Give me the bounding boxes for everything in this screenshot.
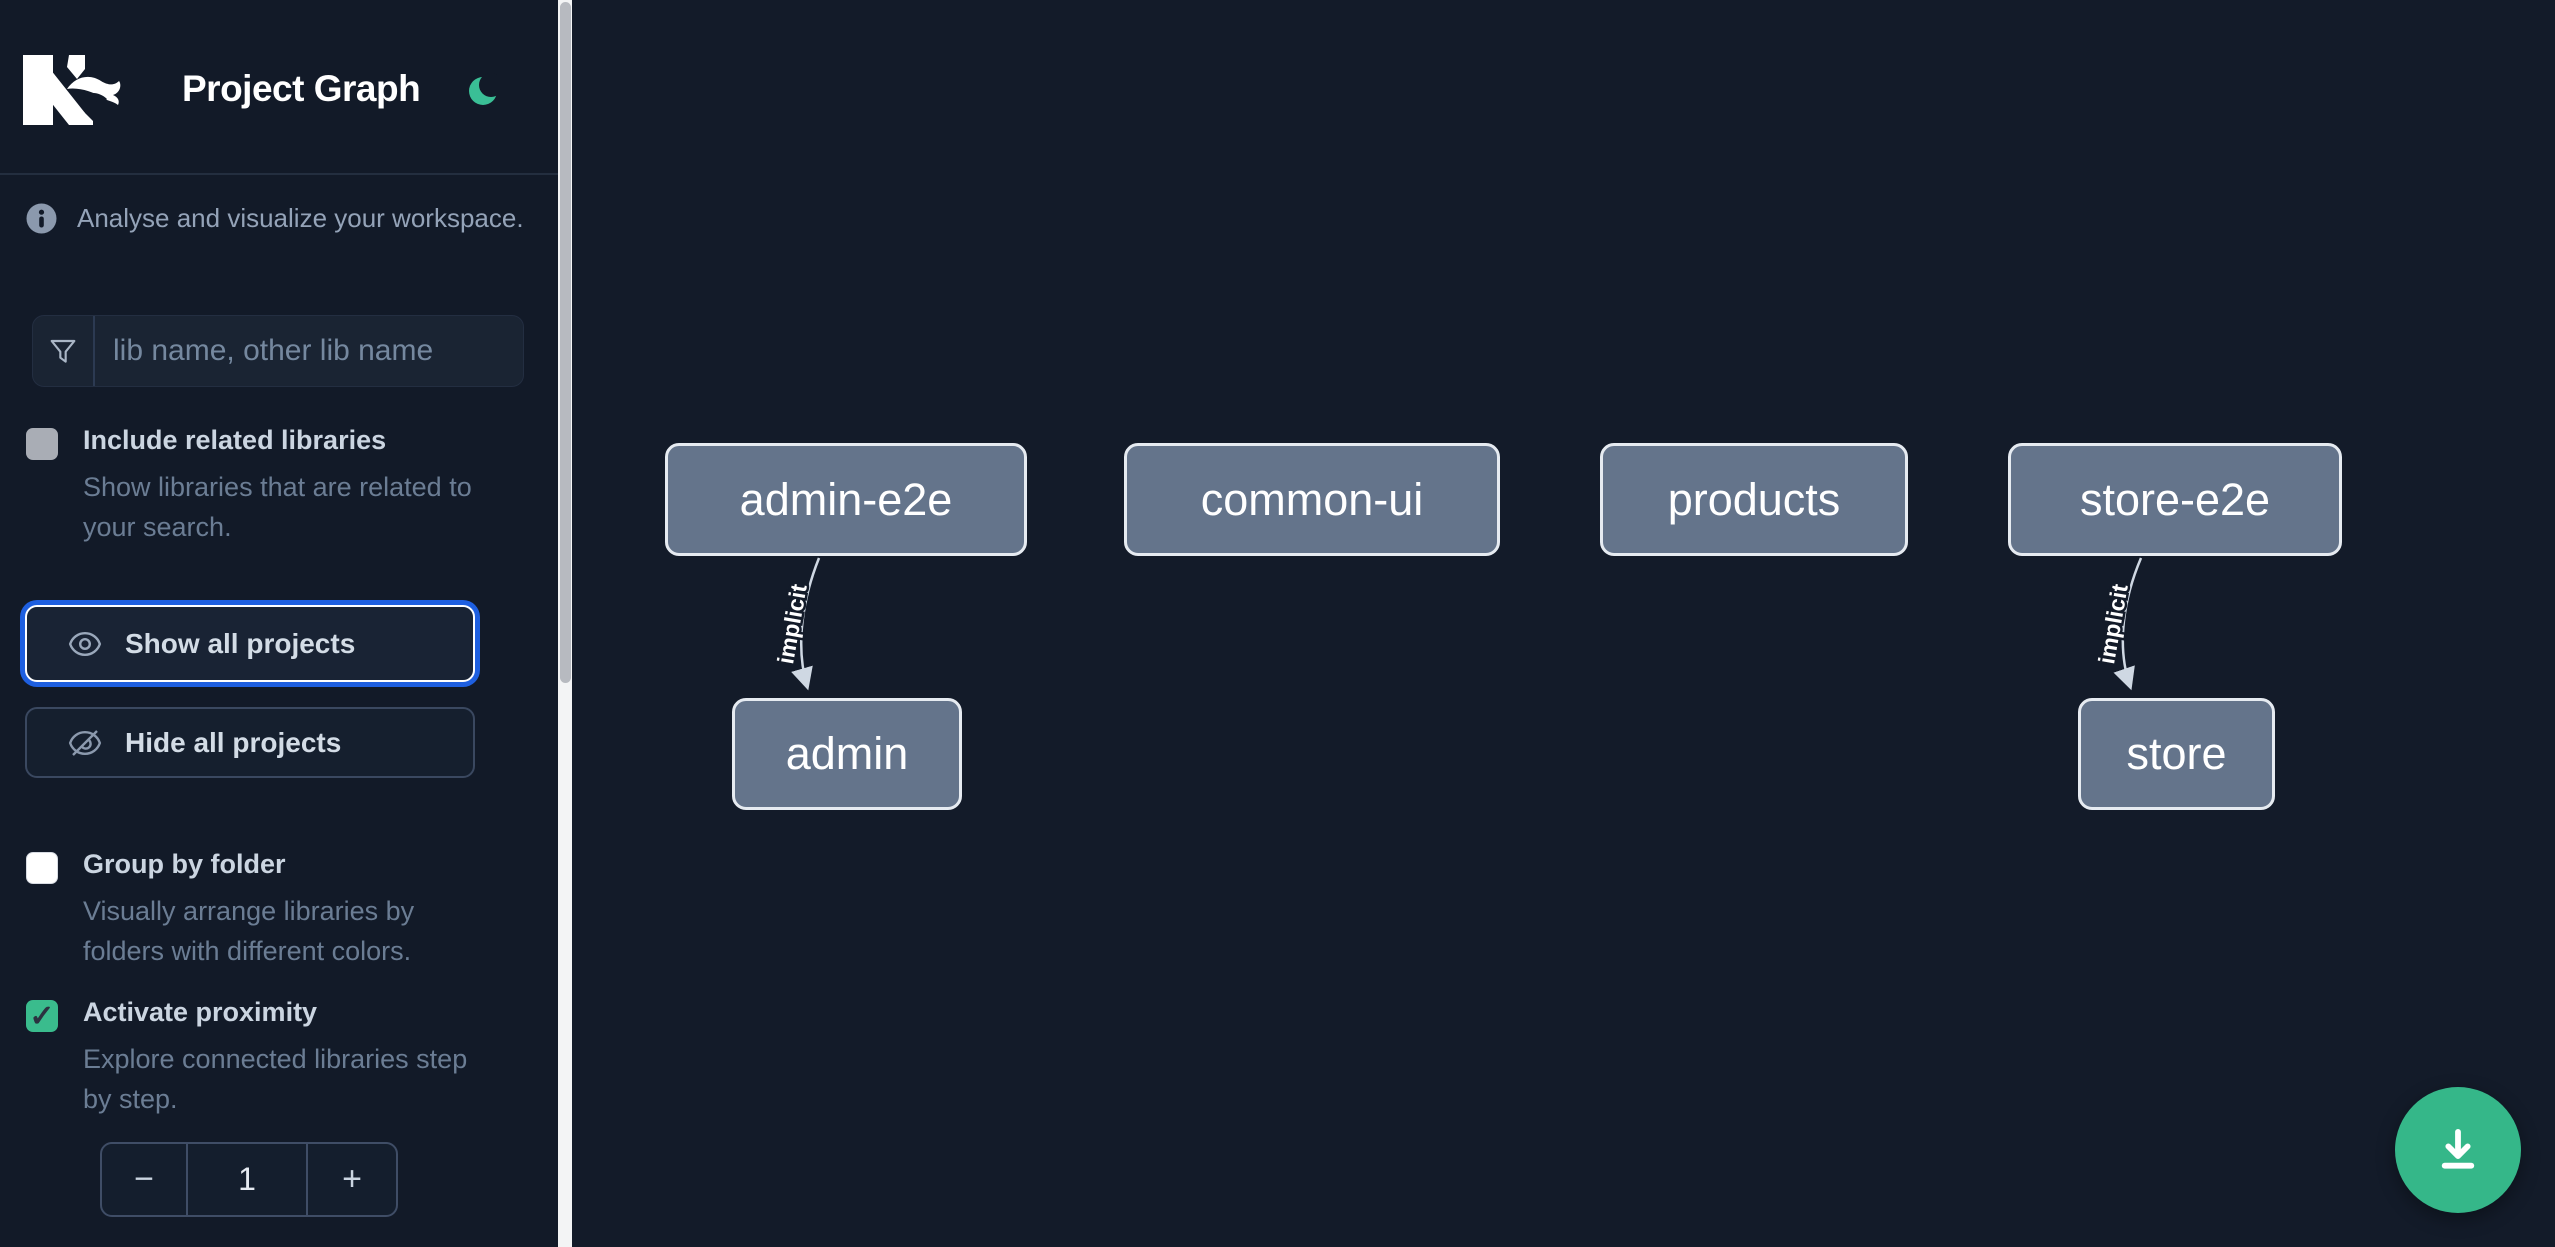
hide-all-projects-button[interactable]: Hide all projects — [25, 707, 475, 778]
sidebar-scrollbar[interactable] — [558, 0, 572, 1247]
checkbox-description: by step. — [83, 1084, 178, 1114]
graph-node-store-e2e[interactable]: store-e2e — [2008, 443, 2342, 556]
nx-logo — [23, 55, 121, 125]
info-text: Analyse and visualize your workspace. — [77, 202, 524, 233]
increment-button[interactable]: + — [342, 1160, 362, 1198]
graph-node-admin-e2e[interactable]: admin-e2e — [665, 443, 1027, 556]
group-by-folder-block: Group by folder Visually arrange librari… — [26, 849, 526, 974]
stepper-value: 1 — [186, 1144, 308, 1215]
decrement-button[interactable]: − — [134, 1160, 154, 1198]
checkbox-label: Group by folder — [83, 849, 286, 879]
button-label: Show all projects — [125, 627, 356, 659]
sidebar: Project Graph Analyse and visualize your… — [0, 0, 558, 1247]
scrollbar-thumb[interactable] — [559, 2, 571, 683]
search-input[interactable] — [95, 316, 523, 386]
page-title: Project Graph — [182, 68, 421, 109]
funnel-icon — [33, 316, 95, 386]
button-label: Hide all projects — [125, 726, 342, 758]
sidebar-header: Project Graph — [0, 0, 558, 175]
include-related-checkbox[interactable] — [26, 428, 58, 460]
checkbox-description: folders with different colors. — [83, 936, 412, 966]
eye-icon — [68, 631, 102, 656]
proximity-depth-stepper: − 1 + — [100, 1142, 398, 1217]
graph-node-store[interactable]: store — [2078, 698, 2275, 810]
graph-node-admin[interactable]: admin — [732, 698, 962, 810]
checkbox-description: Visually arrange libraries by — [83, 896, 415, 926]
graph-canvas[interactable] — [572, 0, 2555, 1247]
checkbox-description: Show libraries that are related to — [83, 472, 472, 502]
activate-proximity-checkbox[interactable]: ✓ — [26, 1000, 58, 1033]
search-box — [32, 315, 524, 387]
info-icon — [26, 203, 57, 233]
checkbox-description: Explore connected libraries step — [83, 1044, 468, 1074]
include-related-block: Include related libraries Show libraries… — [26, 425, 526, 550]
checkbox-description: your search. — [83, 512, 232, 542]
download-graph-button[interactable] — [2395, 1087, 2521, 1213]
moon-icon[interactable] — [466, 71, 504, 109]
workspace-info: Analyse and visualize your workspace. — [26, 200, 526, 236]
graph-node-common-ui[interactable]: common-ui — [1124, 443, 1500, 556]
checkbox-label: Include related libraries — [83, 425, 387, 455]
group-by-folder-checkbox[interactable] — [26, 852, 58, 884]
show-all-projects-button[interactable]: Show all projects — [25, 605, 475, 682]
checkbox-label: Activate proximity — [83, 997, 318, 1027]
graph-node-products[interactable]: products — [1600, 443, 1908, 556]
activate-proximity-block: ✓ Activate proximity Explore connected l… — [26, 997, 526, 1122]
eye-off-icon — [68, 729, 102, 756]
download-icon — [2441, 1128, 2475, 1169]
